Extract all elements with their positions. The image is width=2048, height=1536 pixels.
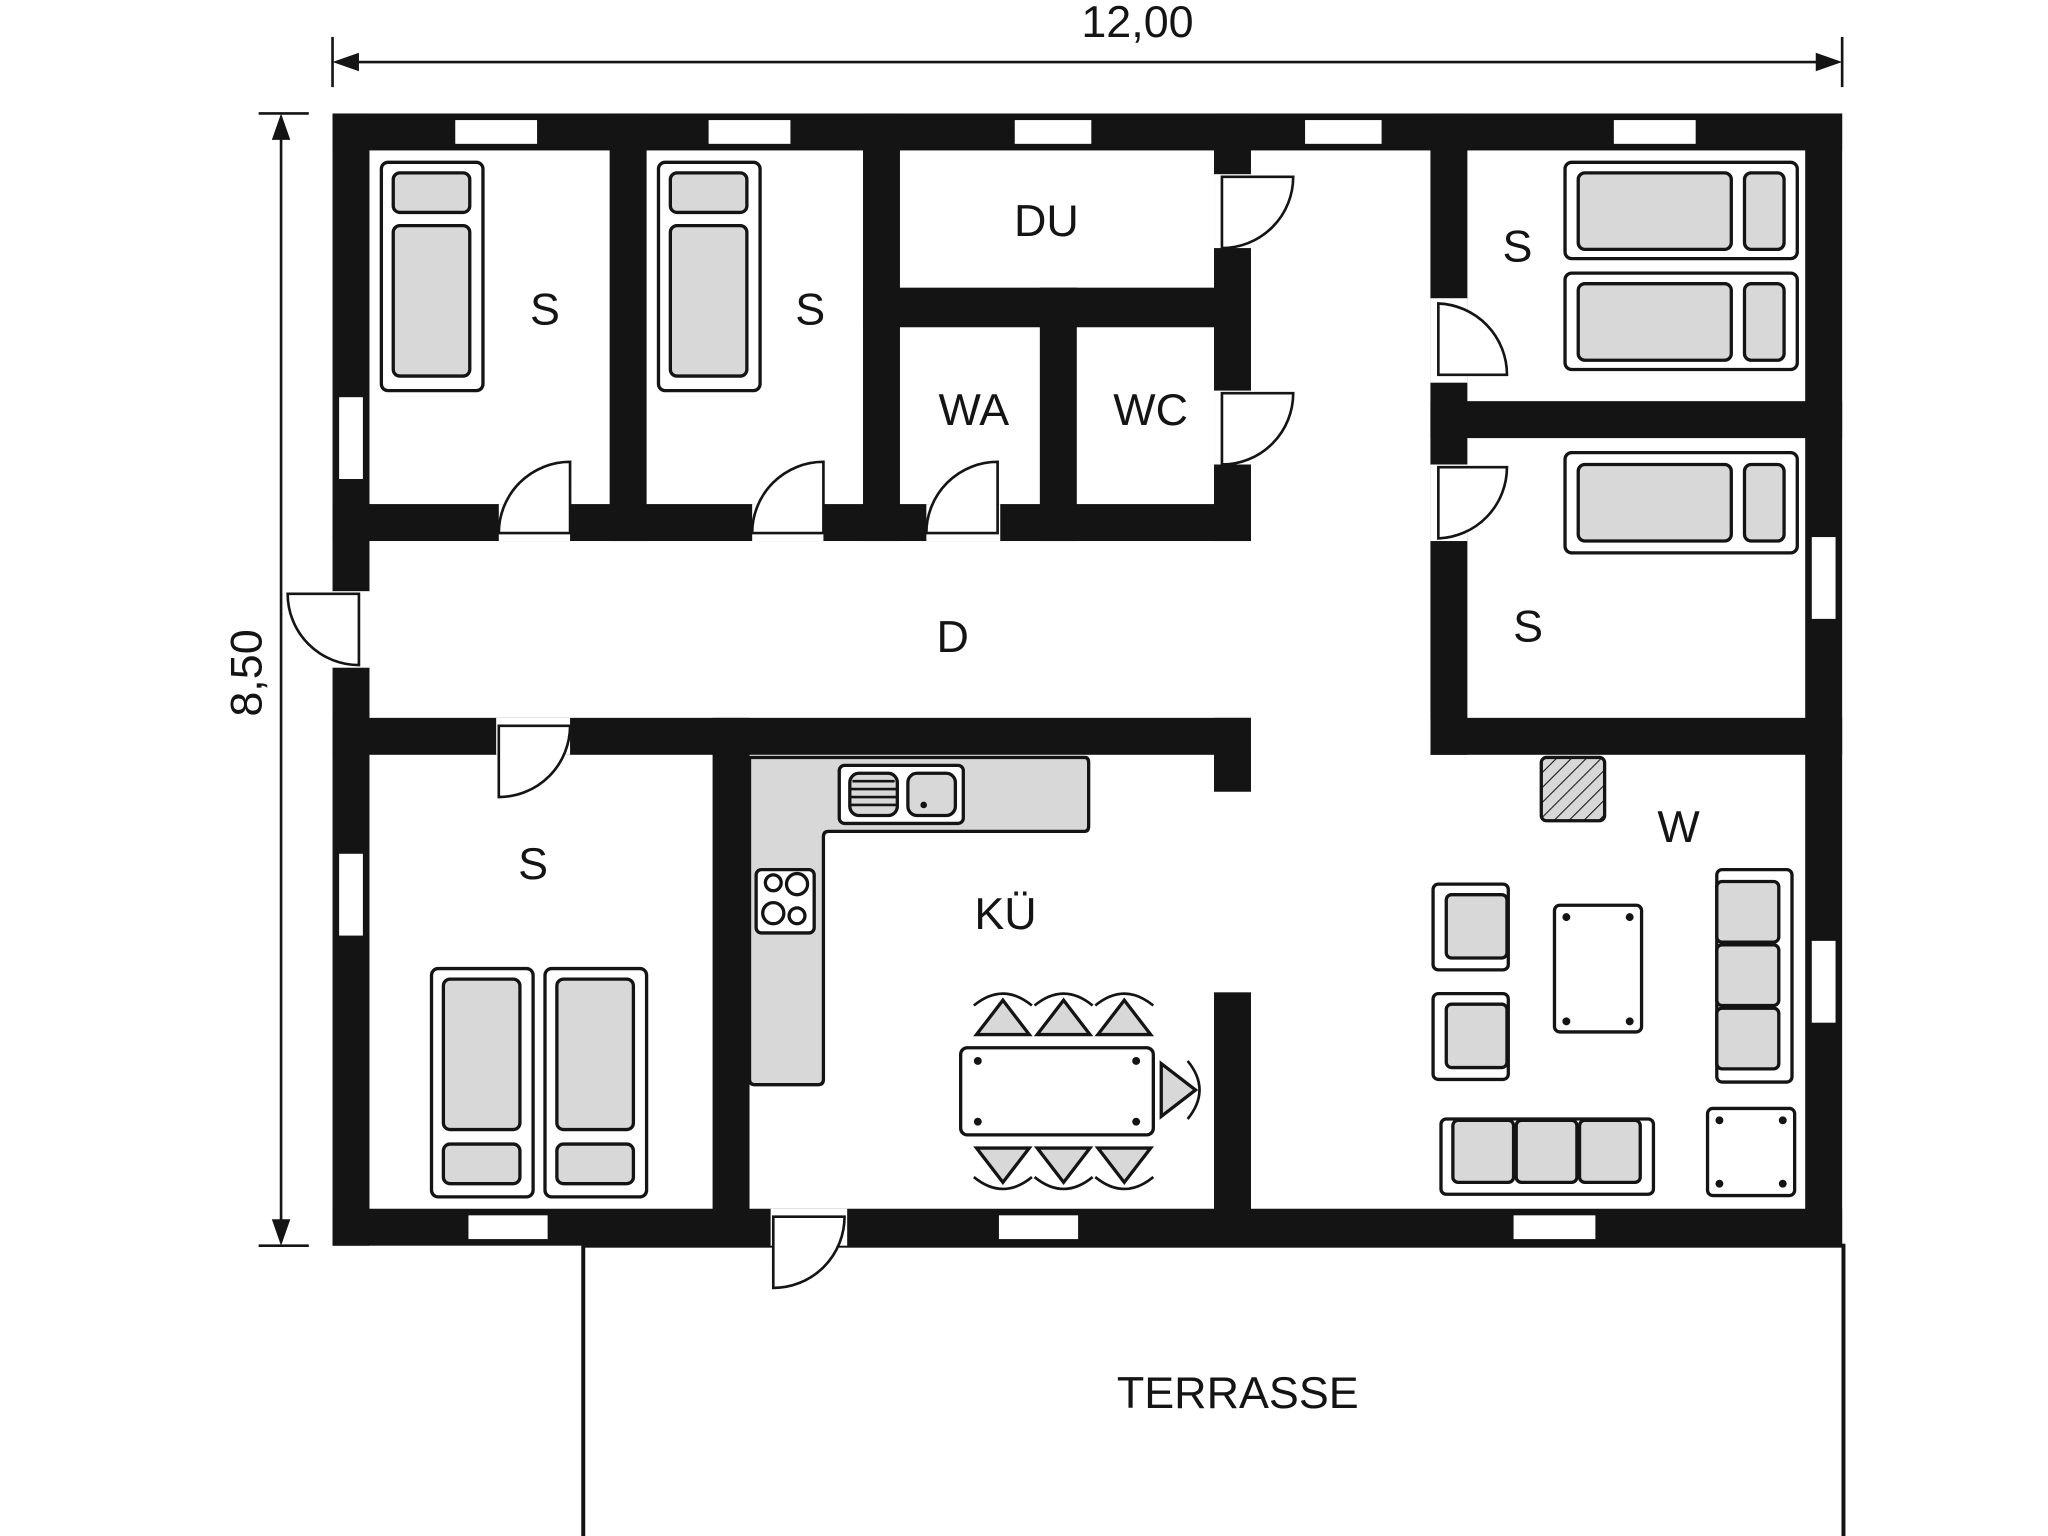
armchair-2 — [1431, 992, 1510, 1082]
width-label: 12,00 — [1081, 0, 1193, 47]
room-label-bedroom-2: S — [795, 284, 825, 335]
kitchen-counter — [747, 755, 1091, 1087]
armchair-1 — [1431, 882, 1510, 972]
height-dimension: 8,50 — [220, 112, 309, 1248]
fireplace-icon — [1539, 755, 1607, 823]
sofa-bottom — [1439, 1117, 1656, 1196]
sink-icon — [837, 763, 965, 826]
height-label: 8,50 — [220, 629, 271, 716]
bed-3b — [1563, 271, 1799, 372]
bed-3a — [1563, 160, 1799, 261]
room-label-bedroom-4: S — [1513, 600, 1543, 651]
room-label-kitchen: KÜ — [974, 888, 1036, 939]
room-label-toilet: WC — [1113, 384, 1188, 435]
bed-5b — [543, 966, 649, 1199]
room-label-shower: DU — [1014, 195, 1079, 246]
room-label-living-room: W — [1657, 801, 1700, 852]
terrace-label: TERRASSE — [1117, 1367, 1359, 1418]
bed-5a — [429, 966, 535, 1199]
bed-1 — [379, 160, 485, 393]
room-label-bedroom-3: S — [1503, 220, 1533, 271]
dining-chairs — [973, 992, 1201, 1191]
bed-2 — [656, 160, 762, 393]
room-label-hallway: D — [937, 611, 969, 662]
coffee-table — [1552, 903, 1644, 1034]
sofa-right — [1715, 867, 1794, 1084]
dining-table — [959, 1046, 1155, 1137]
bed-4 — [1563, 450, 1799, 555]
room-label-bedroom-5: S — [518, 838, 548, 889]
doors — [286, 174, 1509, 1290]
terrace: TERRASSE — [581, 1243, 1846, 1536]
room-label-bedroom-1: S — [530, 284, 560, 335]
stove-icon — [754, 867, 816, 935]
room-labels: S S DU WA WC S S D S KÜ W — [518, 195, 1700, 939]
windows — [336, 117, 1839, 1242]
room-label-washroom: WA — [939, 384, 1010, 435]
width-dimension: 12,00 — [331, 0, 1844, 88]
side-table — [1705, 1106, 1797, 1198]
